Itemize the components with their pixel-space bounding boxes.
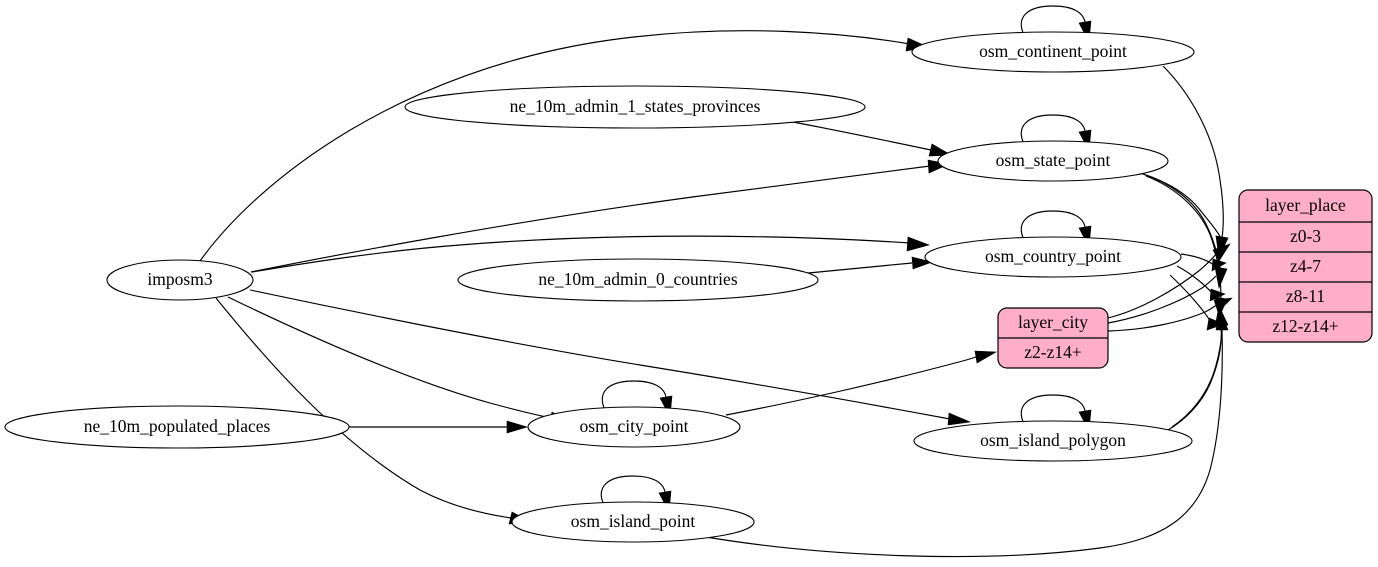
edge-layer-city-to-layer-place bbox=[1107, 243, 1233, 332]
node-osm-island-point[interactable]: osm_island_point bbox=[511, 501, 755, 543]
node-osm-continent-point[interactable]: osm_continent_point bbox=[911, 31, 1195, 73]
node-ne-10m-admin-1-states-provinces[interactable]: ne_10m_admin_1_states_provinces bbox=[404, 85, 866, 129]
node-label-osm-state-point: osm_state_point bbox=[996, 150, 1111, 170]
node-label-osm-island-point: osm_island_point bbox=[571, 511, 696, 531]
record-layer-city[interactable]: layer_city z2-z14+ bbox=[997, 307, 1109, 369]
edge-osm-island-point-to-layer-place bbox=[705, 308, 1229, 558]
record-row-z0-3[interactable]: z0-3 bbox=[1290, 226, 1321, 246]
record-layer-place-title: layer_place bbox=[1265, 195, 1346, 215]
node-label-ne-populated: ne_10m_populated_places bbox=[84, 416, 271, 436]
edge-ne-states-to-osm-state-point bbox=[792, 121, 953, 157]
node-label-osm-island-polygon: osm_island_polygon bbox=[980, 430, 1126, 450]
node-label-imposm3: imposm3 bbox=[147, 269, 212, 289]
edge-imposm3-to-osm-city-point bbox=[227, 296, 573, 425]
node-imposm3[interactable]: imposm3 bbox=[106, 259, 254, 301]
node-osm-state-point[interactable]: osm_state_point bbox=[937, 140, 1169, 182]
node-label-osm-country-point: osm_country_point bbox=[985, 246, 1121, 266]
edge-imposm3-to-osm-country-point bbox=[251, 235, 930, 273]
node-label-osm-continent-point: osm_continent_point bbox=[979, 41, 1127, 61]
node-label-ne-countries: ne_10m_admin_0_countries bbox=[538, 269, 737, 289]
edge-ne-countries-to-osm-country-point bbox=[797, 256, 934, 275]
record-row-z12-z14plus[interactable]: z12-z14+ bbox=[1272, 316, 1338, 336]
node-osm-island-polygon[interactable]: osm_island_polygon bbox=[913, 420, 1193, 462]
node-osm-city-point[interactable]: osm_city_point bbox=[527, 406, 741, 448]
record-row-z8-11[interactable]: z8-11 bbox=[1286, 286, 1325, 306]
edge-osm-continent-point-to-layer-place bbox=[1162, 65, 1229, 259]
node-ne-10m-populated-places[interactable]: ne_10m_populated_places bbox=[4, 405, 350, 449]
node-ne-10m-admin-0-countries[interactable]: ne_10m_admin_0_countries bbox=[457, 258, 819, 302]
edge-imposm3-to-osm-state-point bbox=[250, 159, 950, 273]
node-osm-country-point[interactable]: osm_country_point bbox=[924, 236, 1182, 278]
edge-osm-city-point-to-layer-city bbox=[725, 350, 998, 416]
edge-imposm3-to-osm-continent-point bbox=[199, 30, 930, 262]
record-row-z2-z14plus[interactable]: z2-z14+ bbox=[1024, 342, 1082, 362]
record-layer-city-title: layer_city bbox=[1018, 312, 1088, 332]
node-label-ne-states: ne_10m_admin_1_states_provinces bbox=[510, 96, 761, 116]
node-label-osm-city-point: osm_city_point bbox=[580, 416, 689, 436]
edge-imposm3-to-osm-island-polygon bbox=[249, 289, 972, 426]
record-layer-place[interactable]: layer_place z0-3 z4-7 z8-11 z12-z14+ bbox=[1238, 189, 1373, 343]
record-row-z4-7[interactable]: z4-7 bbox=[1290, 256, 1321, 276]
edge-ne-populated-to-osm-city-point bbox=[349, 420, 529, 434]
